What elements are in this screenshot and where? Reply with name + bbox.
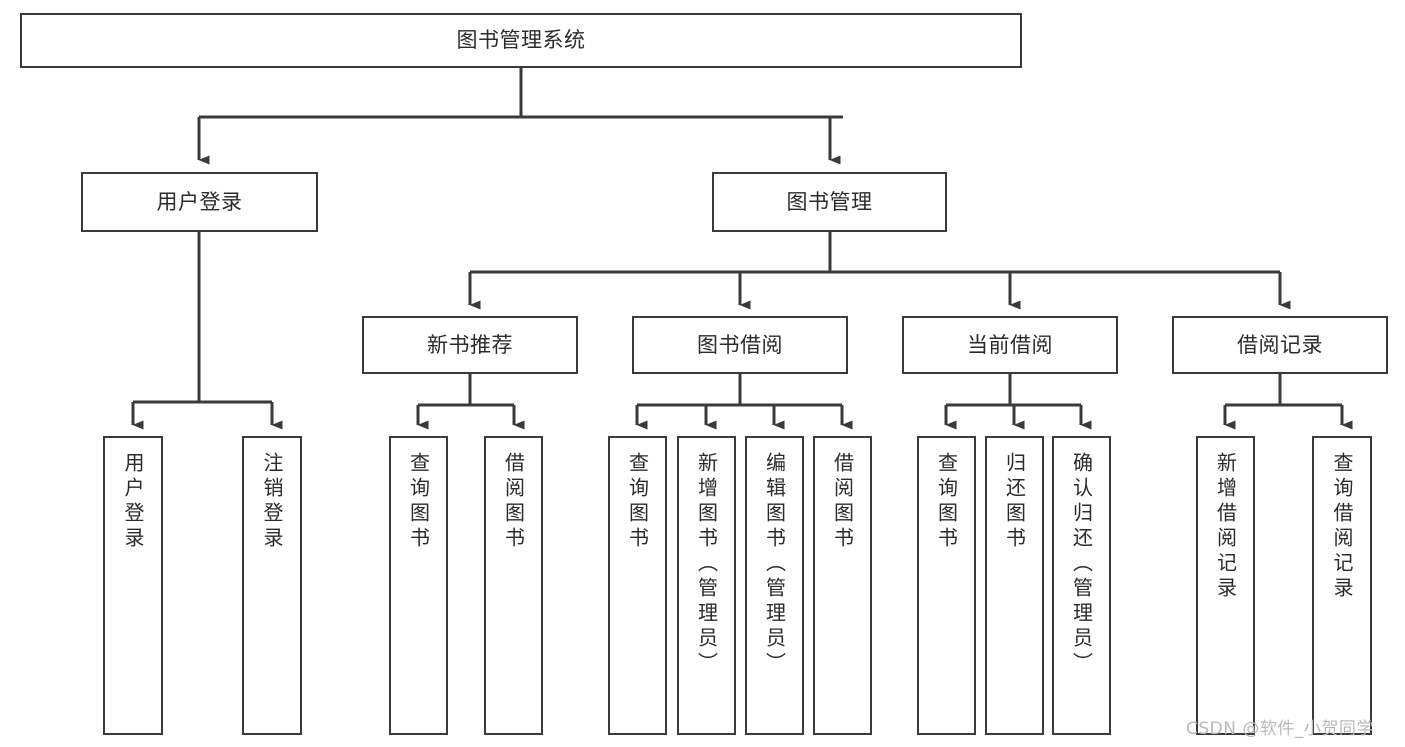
node-leaf-query-book-3[interactable]: 查询图书 <box>917 436 976 735</box>
node-leaf-query-book-2-label: 查询图书 <box>625 452 650 552</box>
node-leaf-query-book-3-label: 查询图书 <box>934 452 959 552</box>
node-borrow-record-label: 借阅记录 <box>1237 332 1323 357</box>
node-leaf-return-book[interactable]: 归还图书 <box>985 436 1044 735</box>
node-leaf-borrow-book-2-label: 借阅图书 <box>830 452 855 552</box>
node-leaf-confirm-return[interactable]: 确认归还（管理员） <box>1052 436 1111 735</box>
node-current-borrow-label: 当前借阅 <box>967 332 1053 357</box>
node-leaf-confirm-return-label: 确认归还（管理员） <box>1069 452 1094 677</box>
node-leaf-logout[interactable]: 注销登录 <box>242 436 302 735</box>
node-book-borrow[interactable]: 图书借阅 <box>632 316 848 374</box>
node-book-borrow-label: 图书借阅 <box>697 332 783 357</box>
node-leaf-user-login-label: 用户登录 <box>121 452 145 552</box>
node-leaf-borrow-book-1[interactable]: 借阅图书 <box>484 436 543 735</box>
node-leaf-query-book-2[interactable]: 查询图书 <box>608 436 667 735</box>
node-leaf-add-book-label: 新增图书（管理员） <box>694 452 719 677</box>
node-user-login[interactable]: 用户登录 <box>81 172 318 232</box>
node-leaf-add-record-label: 新增借阅记录 <box>1213 452 1238 602</box>
node-leaf-query-record-label: 查询借阅记录 <box>1330 452 1354 602</box>
node-leaf-add-record[interactable]: 新增借阅记录 <box>1196 436 1255 735</box>
node-borrow-record[interactable]: 借阅记录 <box>1172 316 1388 374</box>
watermark-text: CSDN @软件_小贺同学 <box>1186 719 1374 739</box>
node-leaf-logout-label: 注销登录 <box>260 452 284 552</box>
node-leaf-borrow-book-2[interactable]: 借阅图书 <box>813 436 872 735</box>
node-book-management[interactable]: 图书管理 <box>712 172 947 232</box>
node-leaf-user-login[interactable]: 用户登录 <box>103 436 163 735</box>
node-book-management-label: 图书管理 <box>786 189 873 214</box>
node-current-borrow[interactable]: 当前借阅 <box>902 316 1118 374</box>
node-leaf-borrow-book-1-label: 借阅图书 <box>501 452 526 552</box>
node-leaf-query-record[interactable]: 查询借阅记录 <box>1312 436 1372 735</box>
node-user-login-label: 用户登录 <box>156 189 243 214</box>
node-leaf-query-book-1[interactable]: 查询图书 <box>389 436 448 735</box>
node-root-system-label: 图书管理系统 <box>456 28 586 53</box>
node-leaf-return-book-label: 归还图书 <box>1002 452 1027 552</box>
node-leaf-edit-book-label: 编辑图书（管理员） <box>762 452 787 677</box>
node-leaf-add-book[interactable]: 新增图书（管理员） <box>677 436 736 735</box>
node-root-system[interactable]: 图书管理系统 <box>20 13 1022 68</box>
node-new-book-recommend-label: 新书推荐 <box>427 332 513 357</box>
node-leaf-query-book-1-label: 查询图书 <box>406 452 431 552</box>
node-leaf-edit-book[interactable]: 编辑图书（管理员） <box>745 436 804 735</box>
node-new-book-recommend[interactable]: 新书推荐 <box>362 316 578 374</box>
